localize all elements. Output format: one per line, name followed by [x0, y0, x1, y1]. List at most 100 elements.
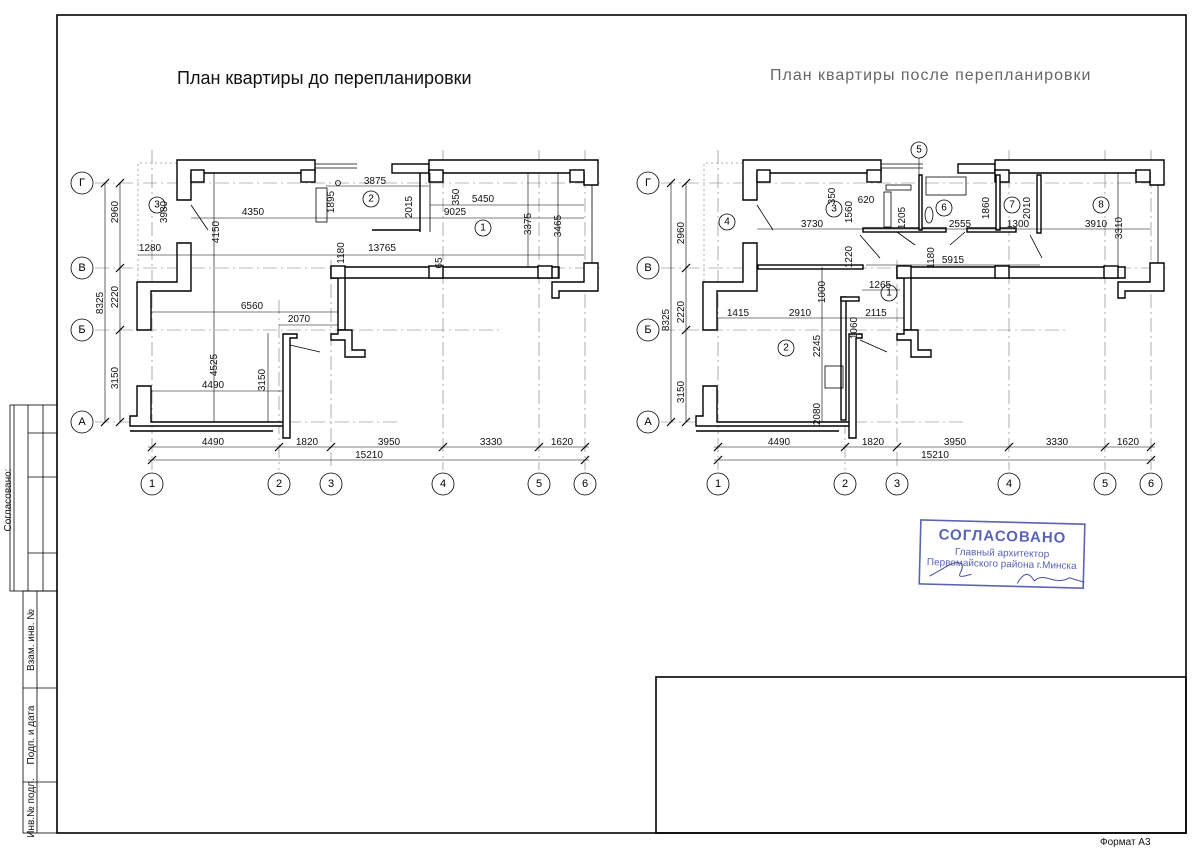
dim-label: 3150: [676, 380, 687, 403]
stove-icon: [824, 365, 844, 389]
dim-label: 5450: [472, 194, 495, 205]
dim-label: 3950: [944, 437, 967, 448]
dim-label: 3310: [1114, 216, 1125, 239]
dim-label: 3330: [480, 437, 503, 448]
dim-label: 1265: [869, 280, 892, 291]
plan-after: 1 2 3 4 5 6 Г В Б А 1 2 3 4 5 6 7 8 350 …: [636, 141, 1167, 496]
dim-label: 2015: [404, 195, 415, 218]
title-block: [655, 676, 1187, 834]
dim-label: 350: [451, 188, 462, 205]
agreed-label: Согласовано:: [3, 469, 14, 532]
axis-6: 6: [1148, 478, 1154, 490]
dim-label: 1300: [1007, 219, 1030, 230]
title-before: План квартиры до перепланировки: [177, 68, 472, 88]
room-number: 7: [1009, 200, 1015, 211]
kitchen-unit: [883, 191, 892, 228]
stamp-heading: СОГЛАСОВАНО: [938, 526, 1066, 546]
dim-label: 8325: [661, 308, 672, 331]
axis-b: Б: [78, 324, 85, 336]
side-stamp: Согласовано: Взам. инв. № Подп. и дата И…: [3, 404, 58, 838]
dim-label: 1895: [326, 190, 337, 213]
replace-inv-label: Взам. инв. №: [26, 609, 37, 671]
axis-1: 1: [149, 478, 155, 490]
axis-3: 3: [328, 478, 334, 490]
axis-5: 5: [536, 478, 542, 490]
dim-label: 3730: [801, 219, 824, 230]
dim-label: 65: [434, 257, 445, 269]
dim-label: 1620: [1117, 437, 1140, 448]
dim-label: 8325: [95, 291, 106, 314]
dim-label: 1560: [844, 200, 855, 223]
dim-label: 4350: [242, 207, 265, 218]
dim-label: 4150: [211, 220, 222, 243]
room-number: 1: [886, 288, 892, 299]
room-number: 1: [480, 223, 486, 234]
dim-label: 1180: [926, 247, 937, 269]
room-number: 8: [1098, 200, 1104, 211]
after-dimensions: 350 620 1560 1205 2555 1860 2010 1300 39…: [661, 187, 1140, 461]
axis-3: 3: [894, 478, 900, 490]
dim-label: 2115: [865, 308, 887, 319]
stamp-line2: Первомайского района г.Минска: [927, 557, 1078, 572]
dim-label: 1000: [817, 280, 828, 303]
axis-v: В: [644, 262, 651, 274]
dim-label: 2220: [676, 300, 687, 323]
dim-label: 2960: [110, 200, 121, 223]
axis-4: 4: [1006, 478, 1012, 490]
dim-label: 9025: [444, 207, 467, 218]
axis-4: 4: [440, 478, 446, 490]
dim-label: 2010: [1022, 196, 1033, 219]
dim-label: 350: [827, 187, 838, 204]
dim-label: 3150: [110, 366, 121, 389]
dim-label: 3875: [364, 176, 387, 187]
dim-label: 2080: [812, 402, 823, 425]
dim-label: 1220: [844, 245, 855, 268]
room-number: 2: [783, 343, 789, 354]
axis-a: А: [78, 416, 86, 428]
dim-label: 4490: [768, 437, 791, 448]
axis-v: В: [78, 262, 85, 274]
room-number: 5: [916, 145, 922, 156]
dim-label: 2220: [110, 285, 121, 308]
kitchen-unit: [315, 187, 328, 223]
dim-label: 1820: [296, 437, 319, 448]
plan-before: 1 2 3 4 5 6 Г В Б А 1 2 3 3875 1895: [70, 149, 601, 496]
dim-label: 4525: [209, 353, 220, 376]
axis-2: 2: [842, 478, 848, 490]
before-dimensions: 3875 1895 2015 350 5450 4350 9025 3980 4…: [95, 176, 574, 461]
dim-label: 3330: [1046, 437, 1069, 448]
axis-b: Б: [644, 324, 651, 336]
dim-label: 3950: [378, 437, 401, 448]
dim-label: 2555: [949, 219, 972, 230]
dim-label: 1860: [981, 196, 992, 219]
inv-orig-label: Инв.№ подл.: [26, 778, 37, 838]
axis-6: 6: [582, 478, 588, 490]
axis-1: 1: [715, 478, 721, 490]
dim-label: 2910: [789, 308, 812, 319]
format-label: Формат А3: [1100, 837, 1151, 848]
room-number: 6: [941, 203, 947, 214]
room-number: 3: [831, 204, 837, 215]
dim-label: 3910: [1085, 219, 1108, 230]
dim-label: 3150: [257, 368, 268, 391]
dim-label: 620: [858, 195, 875, 206]
dim-label: 1820: [862, 437, 885, 448]
dim-label: 3375: [523, 212, 534, 235]
dim-label: 2245: [812, 334, 823, 357]
axis-g: Г: [79, 177, 85, 189]
room-number: 2: [368, 194, 374, 205]
dim-label: 4490: [202, 437, 225, 448]
dim-label: 1060: [849, 316, 860, 339]
dim-label: 1180: [336, 242, 347, 264]
room-number: 3: [154, 200, 160, 211]
stamp-line1: Главный архитектор: [955, 547, 1050, 560]
approval-stamp: СОГЛАСОВАНО Главный архитектор Первомайс…: [918, 519, 1086, 590]
dim-label: 1415: [727, 308, 750, 319]
dim-label: 1205: [897, 206, 908, 229]
dim-label: 13765: [368, 243, 396, 254]
toilet-icon: [924, 206, 934, 224]
axis-g: Г: [645, 177, 651, 189]
dim-label: 2960: [676, 221, 687, 244]
stove-icon: [335, 180, 341, 186]
